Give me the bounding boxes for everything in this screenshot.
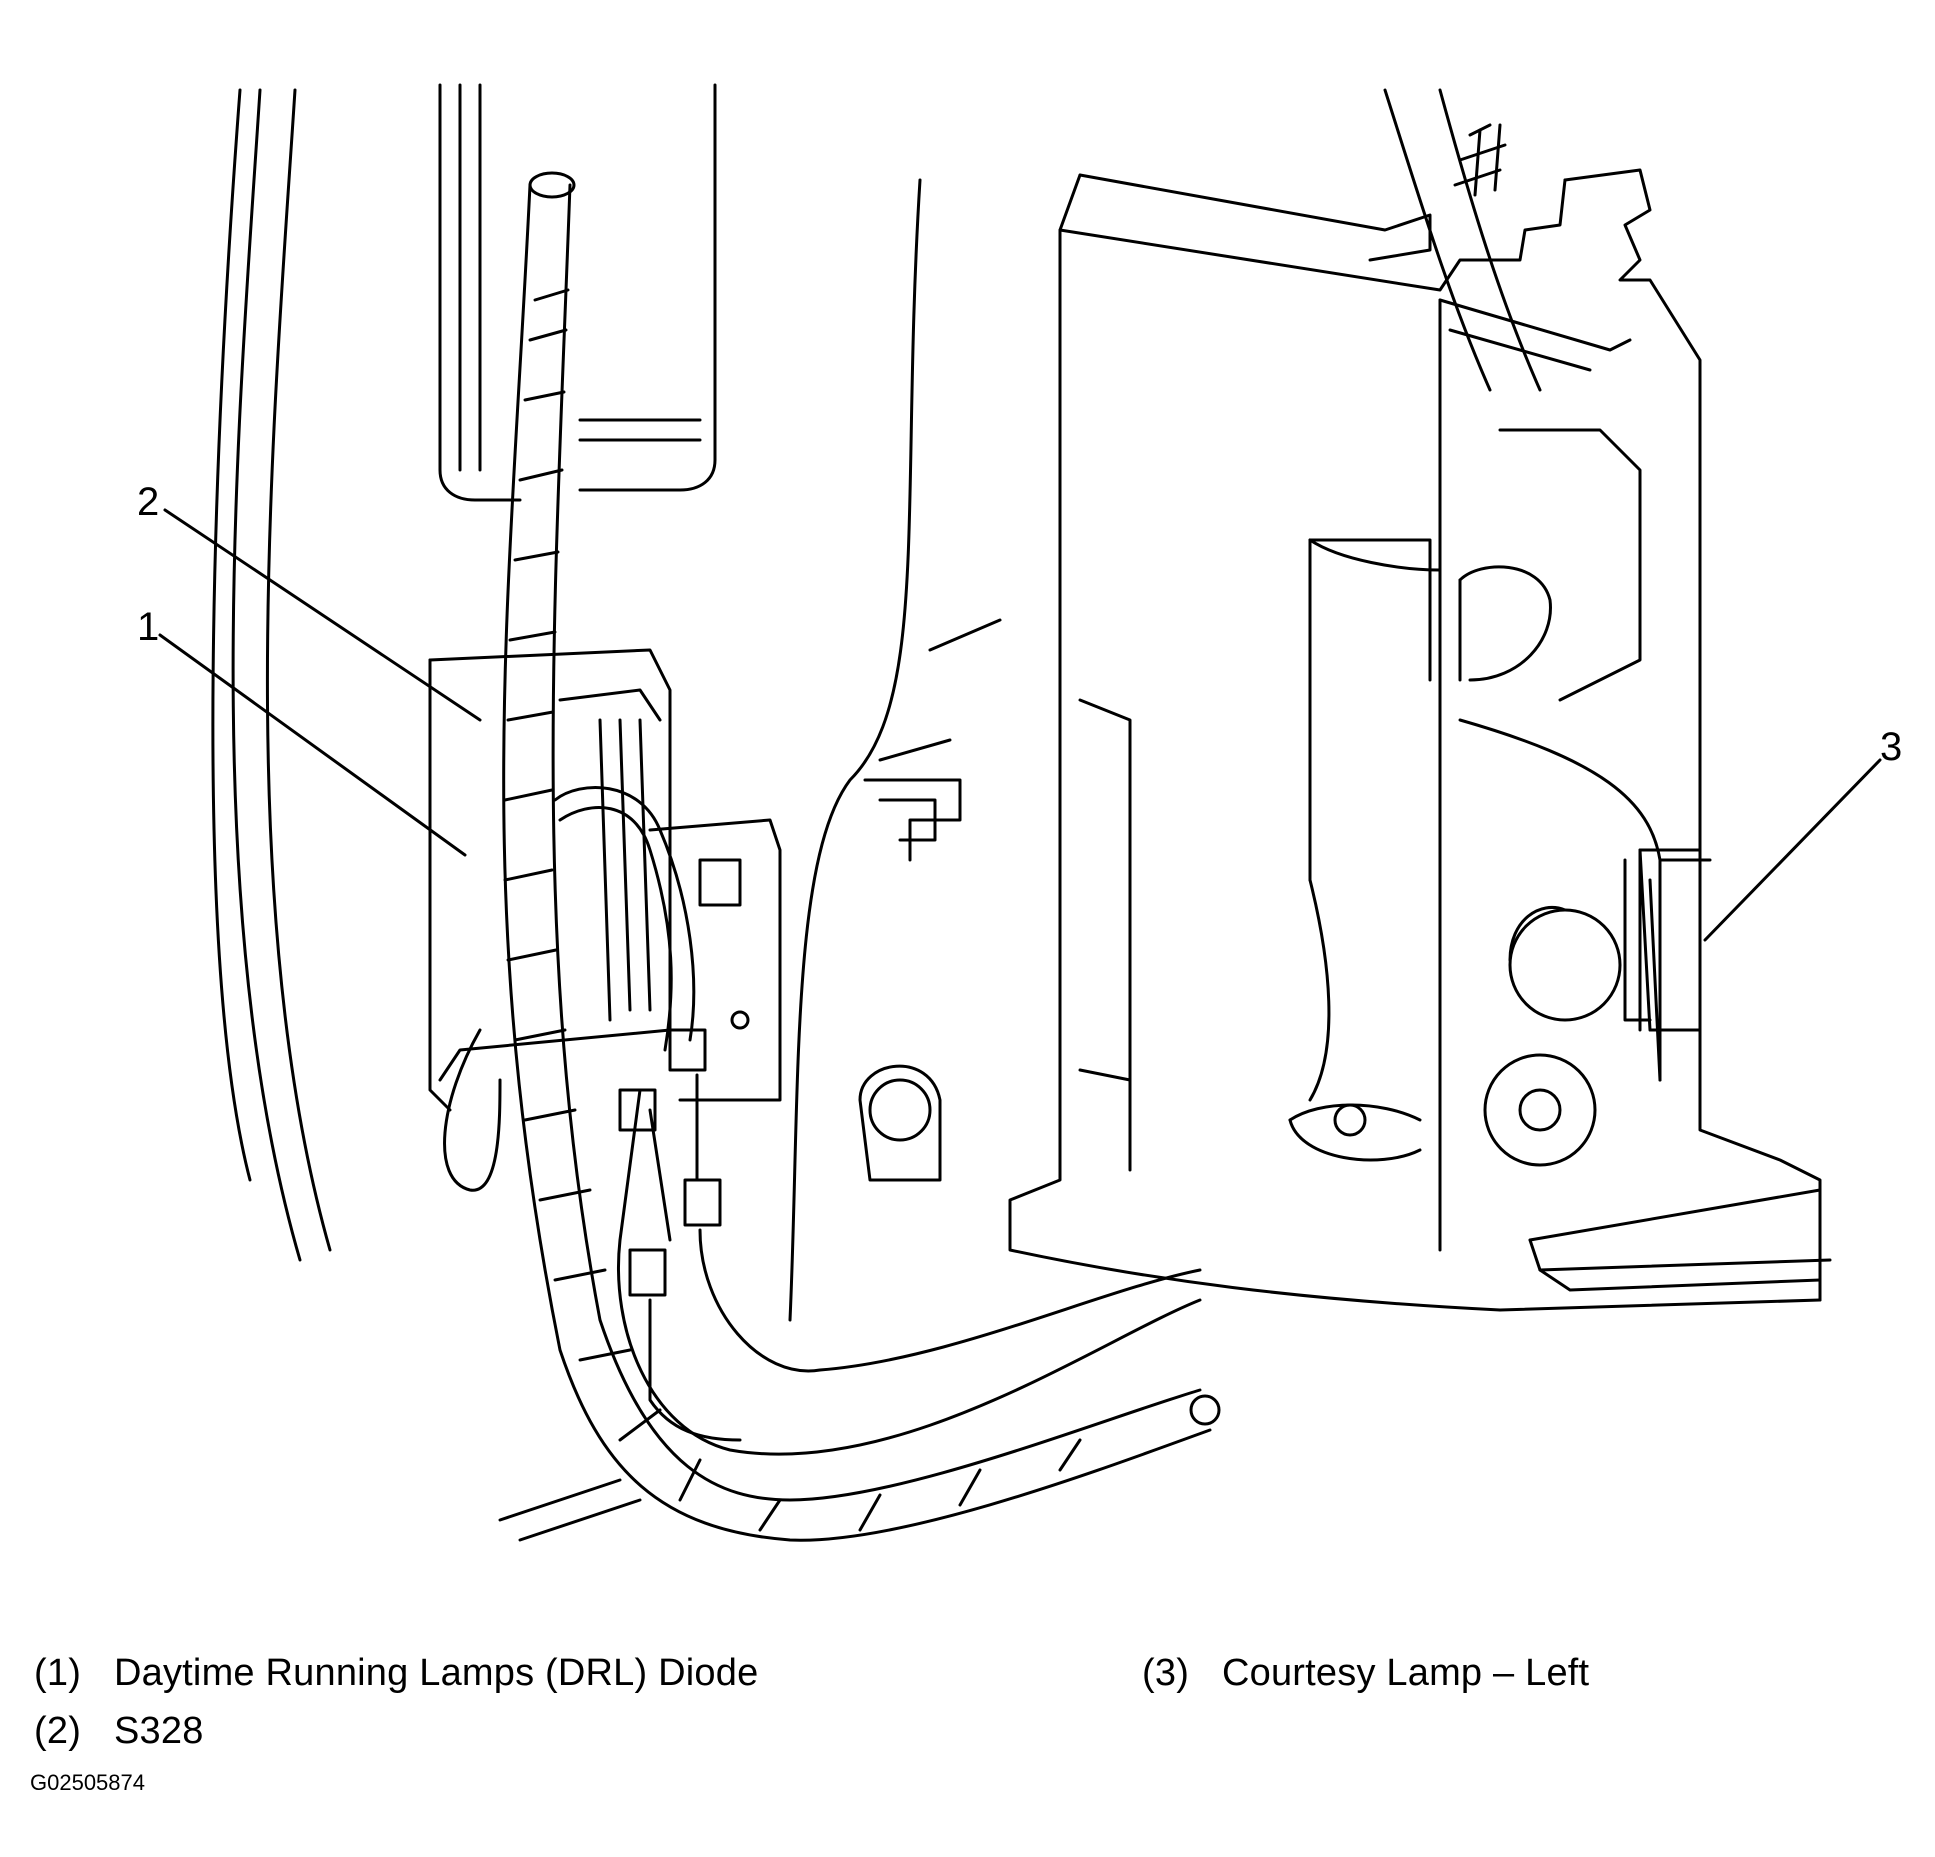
legend-num: (3) (1142, 1652, 1190, 1694)
figure-id: G02505874 (30, 1770, 145, 1795)
legend-num: (2) (34, 1710, 82, 1752)
legend-item-3: (3) Courtesy Lamp – Left (1142, 1652, 1589, 1695)
legend-text: Courtesy Lamp – Left (1222, 1652, 1590, 1694)
legend-text: S328 (114, 1710, 204, 1752)
legend-item-1: (1) Daytime Running Lamps (DRL) Diode (34, 1652, 758, 1695)
wiring-diagram: 2 1 3 (137, 83, 1902, 1542)
callout-3: 3 (1880, 725, 1902, 769)
body-pillar (211, 83, 717, 1542)
callout-1: 1 (137, 605, 159, 649)
legend-item-2: (2) S328 (34, 1710, 204, 1753)
harness-strap (1383, 88, 1542, 392)
callout-leaders (158, 508, 1882, 942)
main-harness (502, 171, 1221, 1542)
lamp-housing (1008, 168, 1832, 1312)
door-edge (788, 178, 1002, 1322)
drl-diode-assembly (428, 648, 1202, 1456)
legend-text: Daytime Running Lamps (DRL) Diode (114, 1652, 759, 1694)
callout-2: 2 (137, 480, 159, 524)
legend-num: (1) (34, 1652, 82, 1694)
